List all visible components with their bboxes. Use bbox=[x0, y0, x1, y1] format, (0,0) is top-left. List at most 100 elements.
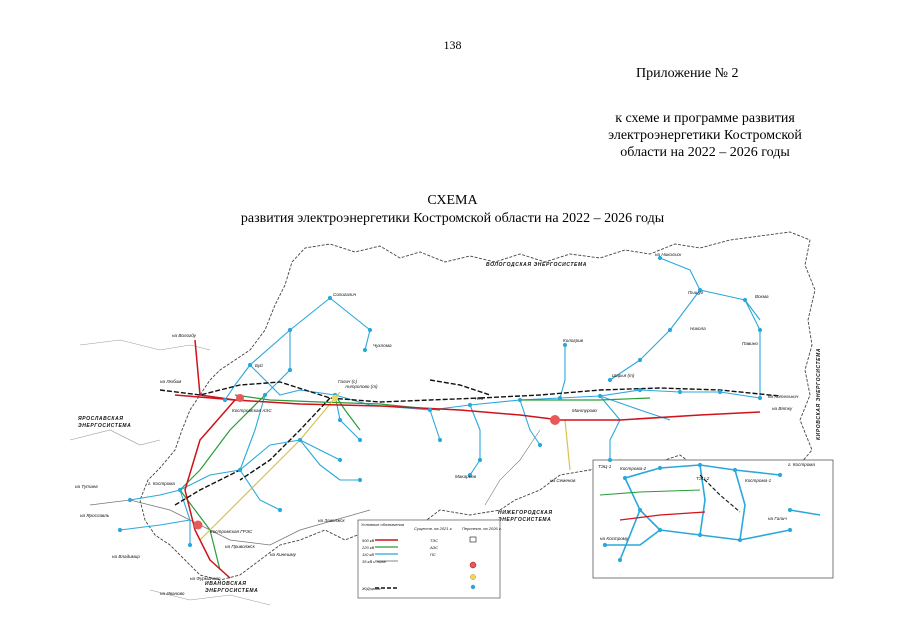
place-label-sharya: Шарья (т) bbox=[612, 373, 635, 378]
substation-node-54 bbox=[617, 557, 623, 563]
neighbour-border-ivanovo bbox=[149, 589, 271, 606]
line-110kv-17 bbox=[299, 439, 360, 481]
river-unzha bbox=[484, 429, 541, 506]
substation-node-18 bbox=[742, 297, 748, 303]
place-label-galich: Галич (с) bbox=[338, 379, 357, 384]
line-110kv-3 bbox=[249, 364, 336, 396]
legend-row-tes: ТЭС bbox=[430, 538, 438, 543]
line-110kv-18 bbox=[239, 469, 281, 511]
substation-node-42 bbox=[622, 475, 628, 481]
substation-node-38 bbox=[117, 527, 123, 533]
inset-label-5: на Кострому bbox=[600, 536, 629, 541]
line-110kv-25 bbox=[519, 399, 541, 446]
substation-node-35 bbox=[127, 497, 133, 503]
line-110kv-2 bbox=[264, 330, 291, 396]
substation-node-39 bbox=[222, 397, 228, 403]
substation-node-53 bbox=[637, 507, 643, 513]
region-label-nizhny-1: НИЖЕГОРОДСКАЯ bbox=[498, 510, 553, 516]
substation-node-13 bbox=[562, 342, 568, 348]
place-label-to-zavolzhsk: на Заволжск bbox=[318, 518, 346, 523]
line-110kv-7 bbox=[744, 299, 761, 398]
substation-node-52 bbox=[787, 507, 793, 513]
substation-node-36 bbox=[177, 487, 183, 493]
inset-frame bbox=[592, 459, 834, 579]
place-label-manturovo: Мантурово bbox=[572, 408, 597, 413]
legend-col-planned: Перспект. на 2026 г. bbox=[462, 526, 502, 531]
substation-node-37 bbox=[187, 542, 193, 548]
place-label-buy: Буй bbox=[255, 362, 263, 368]
substation-node-28 bbox=[337, 417, 343, 423]
place-label-to-lyubim: на Любим bbox=[160, 379, 182, 384]
place-label-makarev: Макарьев bbox=[455, 474, 477, 479]
place-label-to-kineshma: на Кинешму bbox=[270, 552, 297, 557]
subtitle-line-1: к схеме и программе развития bbox=[615, 111, 795, 126]
substation-node-3 bbox=[367, 327, 373, 333]
subtitle-line-3: области на 2022 – 2026 годы bbox=[620, 145, 790, 160]
manturovo-ges-marker bbox=[550, 415, 560, 425]
place-label-to-vladimir: на Владимир bbox=[112, 554, 140, 559]
line-110kv-11 bbox=[599, 395, 671, 421]
place-label-antropovo: Антропово (т) bbox=[344, 384, 378, 389]
place-label-to-yaroslavl: на Ярославль bbox=[80, 513, 110, 518]
inset-label-4: на Галич bbox=[768, 516, 787, 521]
line-planned-0 bbox=[199, 391, 341, 541]
substation-node-0 bbox=[327, 295, 333, 301]
legend-title: Условные обозначения bbox=[361, 522, 405, 527]
substation-node-24 bbox=[657, 255, 663, 261]
place-label-nikola: Никола bbox=[690, 326, 706, 331]
legend-row-ps: ПС bbox=[430, 552, 436, 557]
line-500kv-0 bbox=[194, 339, 236, 401]
appendix-subtitle: к схеме и программе развития электроэнер… bbox=[560, 110, 850, 161]
river-volga bbox=[89, 499, 371, 546]
inset-railway-0 bbox=[699, 474, 741, 513]
substation-node-6 bbox=[262, 392, 268, 398]
inset-label-0: ТЭЦ-1 bbox=[598, 464, 612, 469]
legend-row-500: 500 кВ bbox=[362, 538, 375, 543]
railway-2 bbox=[239, 397, 331, 481]
place-label-chukhloma: Чухлома bbox=[373, 343, 392, 348]
substations bbox=[117, 255, 793, 563]
inset-line-220kv-0 bbox=[599, 489, 701, 496]
inset-line-110kv-6 bbox=[789, 509, 821, 516]
railway-1 bbox=[479, 387, 781, 399]
place-label-to-ivanovo: на Иваново bbox=[160, 591, 185, 596]
place-label-nikolsk: на Никольск bbox=[655, 252, 682, 257]
legend-row-rail: Ж/Дорога bbox=[361, 586, 381, 591]
place-label-to-privolzhsk: на Приволжск bbox=[225, 544, 256, 549]
region-label-ivanovo-2: ЭНЕРГОСИСТЕМА bbox=[205, 588, 258, 594]
substation-node-4 bbox=[362, 347, 368, 353]
substation-node-16 bbox=[717, 389, 723, 395]
line-110kv-22 bbox=[239, 394, 266, 471]
substation-node-12 bbox=[597, 393, 603, 399]
place-label-pavino: Павино bbox=[742, 341, 758, 346]
substation-node-22 bbox=[637, 357, 643, 363]
region-label-yaroslavl-1: ЯРОСЛАВСКАЯ bbox=[77, 416, 124, 422]
kostromskaya-aes-marker bbox=[236, 394, 244, 402]
substation-node-27 bbox=[437, 437, 443, 443]
line-110kv-19 bbox=[129, 489, 181, 501]
line-110kv-5 bbox=[559, 345, 566, 399]
region-label-kirov: КИРОВСКАЯ ЭНЕРГОСИСТЕМА bbox=[816, 348, 822, 440]
substation-node-49 bbox=[737, 537, 743, 543]
scheme-subtitle: развития электроэнергетики Костромской о… bbox=[240, 211, 665, 226]
place-label-to-tutaev: на Тутаев bbox=[75, 484, 98, 489]
kostromskaya-ges-marker bbox=[193, 520, 203, 530]
inset-label-2: Кострома-1 bbox=[745, 478, 772, 483]
substation-node-1 bbox=[287, 327, 293, 333]
substation-node-44 bbox=[697, 462, 703, 468]
line-110kv-24 bbox=[599, 395, 621, 460]
substation-node-23 bbox=[607, 377, 613, 383]
substation-node-2 bbox=[247, 362, 253, 368]
substation-node-47 bbox=[657, 527, 663, 533]
line-planned-1 bbox=[564, 419, 571, 471]
legend-row-110: 110 кВ bbox=[362, 552, 374, 557]
line-220kv-1 bbox=[179, 394, 266, 491]
substation-node-30 bbox=[297, 437, 303, 443]
place-label-kostromskaya-ges: Костромская ГРЭС bbox=[210, 529, 253, 534]
substation-node-20 bbox=[697, 287, 703, 293]
page-number: 138 bbox=[443, 38, 462, 52]
substation-node-32 bbox=[357, 477, 363, 483]
substation-node-8 bbox=[427, 407, 433, 413]
appendix-label: Приложение № 2 bbox=[636, 66, 739, 81]
